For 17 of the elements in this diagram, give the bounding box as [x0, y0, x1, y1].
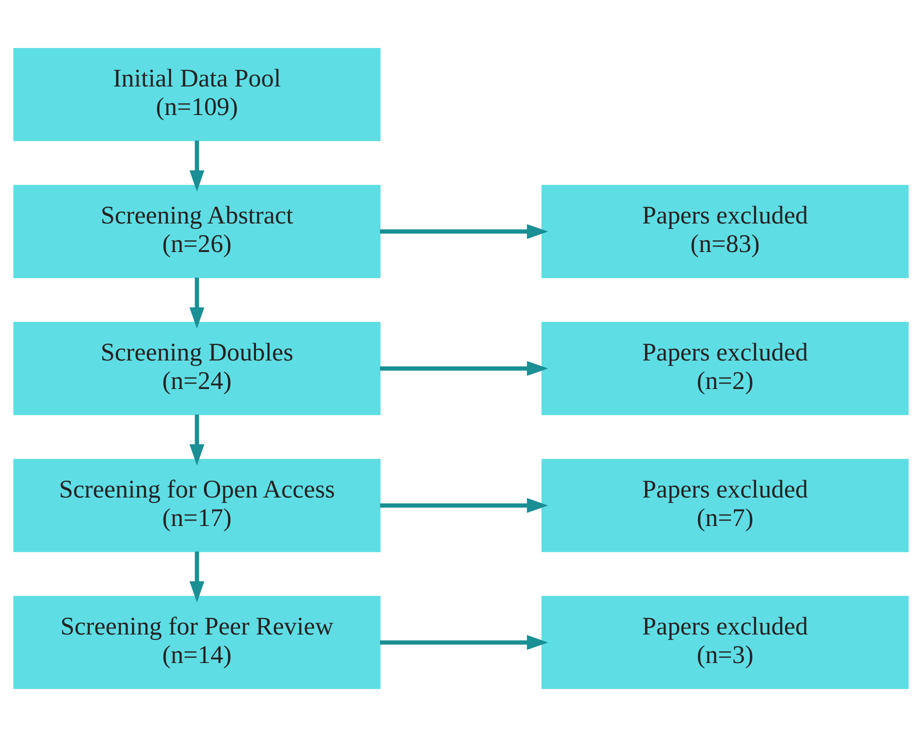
arrow: [190, 551, 204, 602]
node-box: Screening for Open Access (n=17): [13, 458, 380, 552]
arrow: [190, 414, 204, 466]
arrow: [380, 224, 548, 238]
node-box: Papers excluded (n=2): [542, 321, 909, 415]
node-box: Initial Data Pool (n=109): [13, 47, 380, 141]
node-box: Screening Abstract (n=26): [13, 184, 380, 278]
arrow: [380, 498, 548, 512]
arrow: [380, 360, 548, 376]
node-box: Papers excluded (n=7): [542, 458, 909, 552]
node-box: Papers excluded (n=83): [542, 184, 909, 278]
node-box: Screening for Peer Review (n=14): [13, 595, 380, 689]
arrow: [190, 140, 204, 192]
node-box: Screening Doubles (n=24): [13, 321, 380, 415]
node-box: Papers excluded (n=3): [542, 595, 909, 689]
arrow: [190, 277, 204, 328]
arrow: [380, 634, 548, 650]
